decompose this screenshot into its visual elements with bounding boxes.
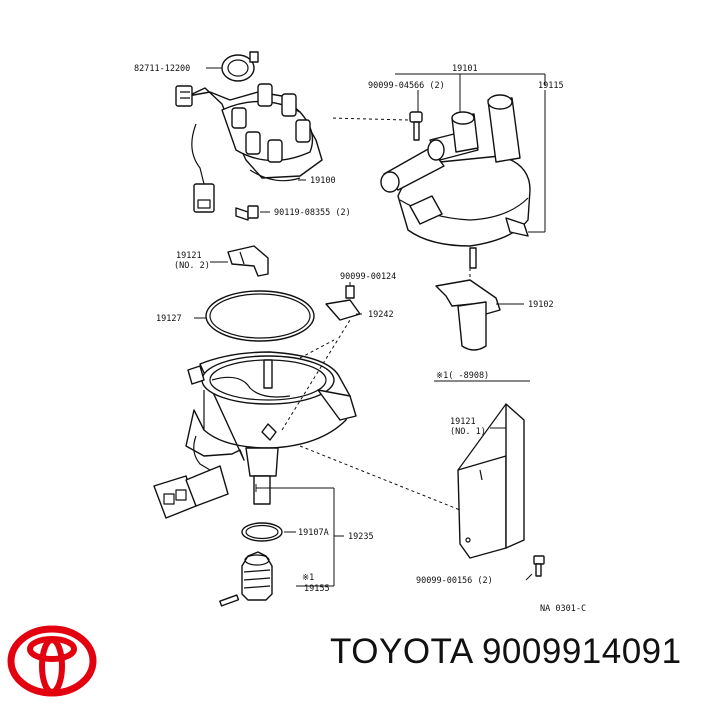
distributor-assembly	[175, 83, 323, 213]
label-90119: 90119-08355 (2)	[274, 208, 351, 218]
driven-gear	[219, 551, 273, 607]
assembly-dashed-lines	[281, 117, 471, 511]
label-na-0301c: NA 0301-C	[540, 604, 586, 614]
hose-clamp	[221, 51, 259, 82]
pin-19115	[469, 247, 477, 269]
label-19242: 19242	[368, 310, 394, 320]
leader-lines	[194, 67, 546, 587]
label-19121-no2-code: 19121	[176, 251, 202, 261]
bolt-90119	[235, 205, 259, 221]
distributor-housing	[153, 351, 357, 519]
label-19100: 19100	[310, 176, 336, 186]
label-90099-00156: 90099-00156 (2)	[416, 576, 493, 586]
o-ring-19107a	[241, 522, 283, 542]
distributor-cap	[380, 94, 531, 247]
label-90099-00124: 90099-00124	[340, 272, 396, 282]
label-19107a: 19107A	[298, 528, 329, 538]
rotor-19102	[435, 279, 501, 351]
toyota-logo-icon	[7, 625, 97, 697]
label-19127: 19127	[156, 314, 182, 324]
part-labels: 82711-12200 19101 90099-04566 (2) 19115 …	[134, 64, 586, 614]
shield-plate-no1	[457, 403, 525, 559]
label-19101: 19101	[452, 64, 478, 74]
label-note-8908: ※1( -8908)	[436, 371, 489, 381]
label-90099-04566: 90099-04566 (2)	[368, 81, 445, 91]
label-19235: 19235	[348, 532, 374, 542]
sensor-19242	[325, 285, 361, 321]
label-19102: 19102	[528, 300, 554, 310]
label-19121-no2-note: (NO. 2)	[174, 261, 210, 271]
label-mark-1: ※1	[302, 573, 314, 583]
screw-90099-04566	[409, 111, 423, 141]
brand-part-number: TOYOTA 9009914091	[330, 632, 682, 671]
label-82711: 82711-12200	[134, 64, 190, 74]
label-19121-no1-note: (NO. 1)	[450, 427, 486, 437]
screw-90099-00156	[533, 555, 545, 577]
label-19155: 19155	[304, 584, 330, 594]
label-19115: 19115	[538, 81, 564, 91]
bracket-no2	[227, 245, 269, 277]
label-19121-no1-code: 19121	[450, 417, 476, 427]
o-ring-19127	[205, 290, 315, 342]
